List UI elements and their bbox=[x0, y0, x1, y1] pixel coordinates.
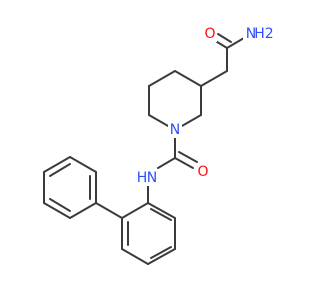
bond-urea-co-a bbox=[174, 157, 194, 169]
bonds bbox=[43, 33, 245, 265]
bond-upper-phenyl-3 bbox=[43, 156, 71, 173]
bond-urea-c-to-nh bbox=[157, 157, 176, 169]
atom-labels: N H N O O N H2 bbox=[136, 26, 274, 186]
bond-lower-phenyl-3 bbox=[147, 248, 176, 265]
bond-ring-to-ch2 bbox=[200, 70, 228, 87]
primary-amide-h2-label: H2 bbox=[254, 26, 273, 42]
primary-amide-oxygen-bg bbox=[203, 27, 217, 42]
bond-lower-phenyl-3-inner bbox=[150, 246, 172, 259]
bond-primary-amide-co-b bbox=[217, 33, 232, 43]
urea-oxygen-bg bbox=[196, 165, 210, 180]
bond-biaryl bbox=[95, 202, 123, 219]
bond-upper-phenyl-5 bbox=[43, 202, 71, 219]
bond-upper-phenyl-6 bbox=[69, 202, 97, 219]
bond-lower-phenyl-1-inner bbox=[150, 208, 172, 221]
bond-upper-phenyl-5-inner bbox=[49, 198, 71, 212]
bond-primary-amide-cn bbox=[226, 37, 245, 49]
amide-nh-bg bbox=[136, 171, 160, 186]
bond-lower-phenyl-1 bbox=[147, 202, 176, 219]
bond-ring-c3-c4 bbox=[148, 70, 176, 87]
amide-h-label: H bbox=[137, 170, 148, 186]
primary-amide-nitrogen-bg bbox=[243, 27, 273, 42]
bond-lower-phenyl-4 bbox=[121, 248, 149, 265]
bond-urea-co-b bbox=[178, 151, 198, 163]
ring-nitrogen-label: N bbox=[170, 122, 180, 138]
bond-ring-c4-c5 bbox=[174, 70, 202, 87]
bond-lower-phenyl-6 bbox=[121, 202, 149, 219]
primary-amide-nitrogen-label: N bbox=[246, 26, 256, 42]
urea-oxygen-label: O bbox=[197, 164, 208, 180]
primary-amide-oxygen-label: O bbox=[204, 26, 215, 42]
amide-nitrogen-label: N bbox=[147, 170, 157, 186]
molecule-structure: N H N O O N H2 bbox=[43, 26, 274, 265]
ring-nitrogen-bg bbox=[168, 123, 182, 138]
bond-upper-phenyl-2 bbox=[69, 156, 97, 173]
bond-upper-phenyl-3-inner bbox=[49, 163, 71, 177]
